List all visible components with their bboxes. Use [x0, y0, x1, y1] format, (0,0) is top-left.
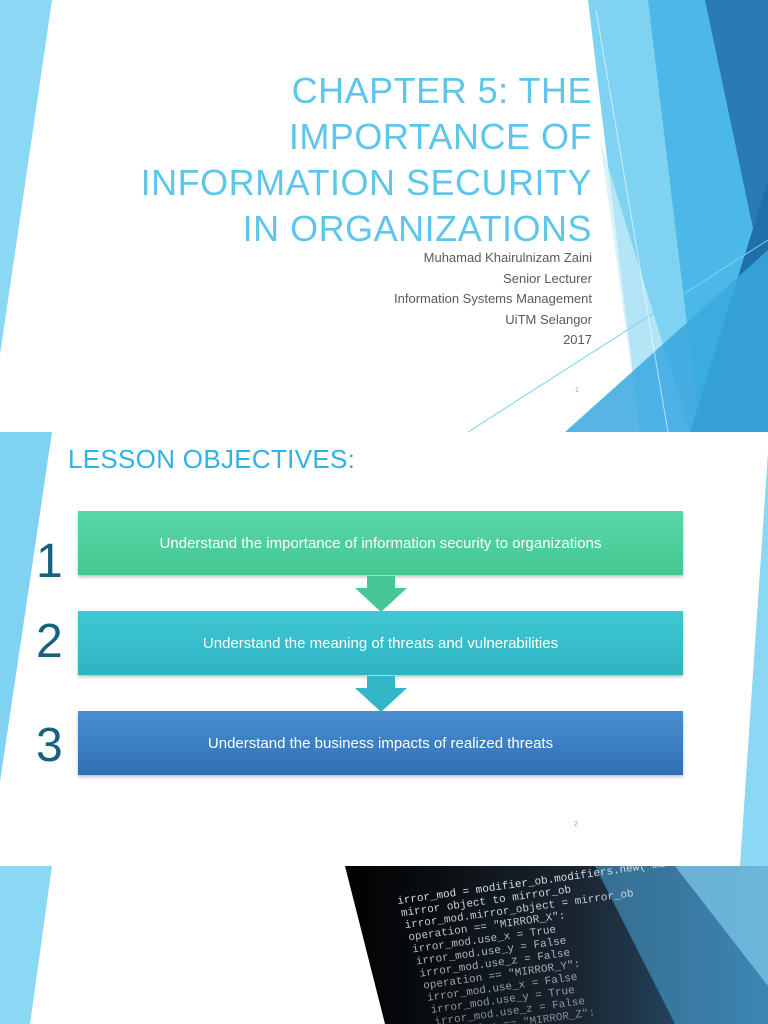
author-institution: UiTM Selangor — [505, 311, 592, 327]
title-line: CHAPTER 5: THE — [291, 70, 592, 111]
objective-box-1: Understand the importance of information… — [78, 511, 683, 575]
author-name: Muhamad Khairulnizam Zaini — [423, 250, 592, 265]
decorative-shapes — [0, 866, 52, 1024]
objective-number-3: 3 — [36, 719, 63, 772]
title-slide: CHAPTER 5: THE IMPORTANCE OF INFORMATION… — [0, 0, 768, 432]
accent-line-2 — [595, 9, 669, 432]
decorative-shapes — [0, 0, 768, 432]
bottom-accent-shape — [565, 250, 768, 432]
right-accent-shape — [740, 452, 768, 866]
objective-box-3: Understand the business impacts of reali… — [78, 711, 683, 775]
objective-box-2: Understand the meaning of threats and vu… — [78, 611, 683, 675]
year: 2017 — [563, 332, 592, 347]
objectives-slide: LESSON OBJECTIVES: 1 Understand the impo… — [0, 432, 768, 866]
title-line: IN ORGANIZATIONS — [242, 208, 592, 249]
code-slide: irror_mod = modifier_ob.modifiers.new("m… — [0, 866, 768, 1024]
objective-number-1: 1 — [36, 535, 63, 588]
down-arrow-icon — [355, 576, 407, 612]
decorative-shapes — [0, 432, 768, 866]
objective-text-2: Understand the meaning of threats and vu… — [202, 634, 559, 652]
objective-text-3: Understand the business impacts of reali… — [207, 734, 554, 752]
code-image: irror_mod = modifier_ob.modifiers.new("m… — [345, 866, 768, 1024]
author-department: Information Systems Management — [394, 291, 592, 306]
objectives-heading: LESSON OBJECTIVES: — [68, 444, 356, 474]
right-accent-shape-dark — [705, 0, 768, 300]
slide-number: 2 — [574, 821, 578, 828]
author-position: Senior Lecturer — [503, 270, 592, 286]
accent-line-1 — [467, 239, 768, 432]
slide-number: 1 — [575, 387, 579, 394]
author-info: Muhamad Khairulnizam Zaini Senior Lectur… — [192, 248, 592, 351]
left-accent-shape — [0, 866, 52, 1024]
slide-title: CHAPTER 5: THE IMPORTANCE OF INFORMATION… — [72, 68, 592, 252]
title-line: IMPORTANCE OF — [288, 116, 592, 157]
title-line: INFORMATION SECURITY — [140, 162, 592, 203]
objective-text-1: Understand the importance of information… — [159, 534, 602, 552]
objective-number-2: 2 — [36, 615, 63, 668]
left-accent-shape — [0, 0, 52, 355]
left-accent-shape — [0, 432, 52, 782]
down-arrow-icon — [355, 676, 407, 712]
